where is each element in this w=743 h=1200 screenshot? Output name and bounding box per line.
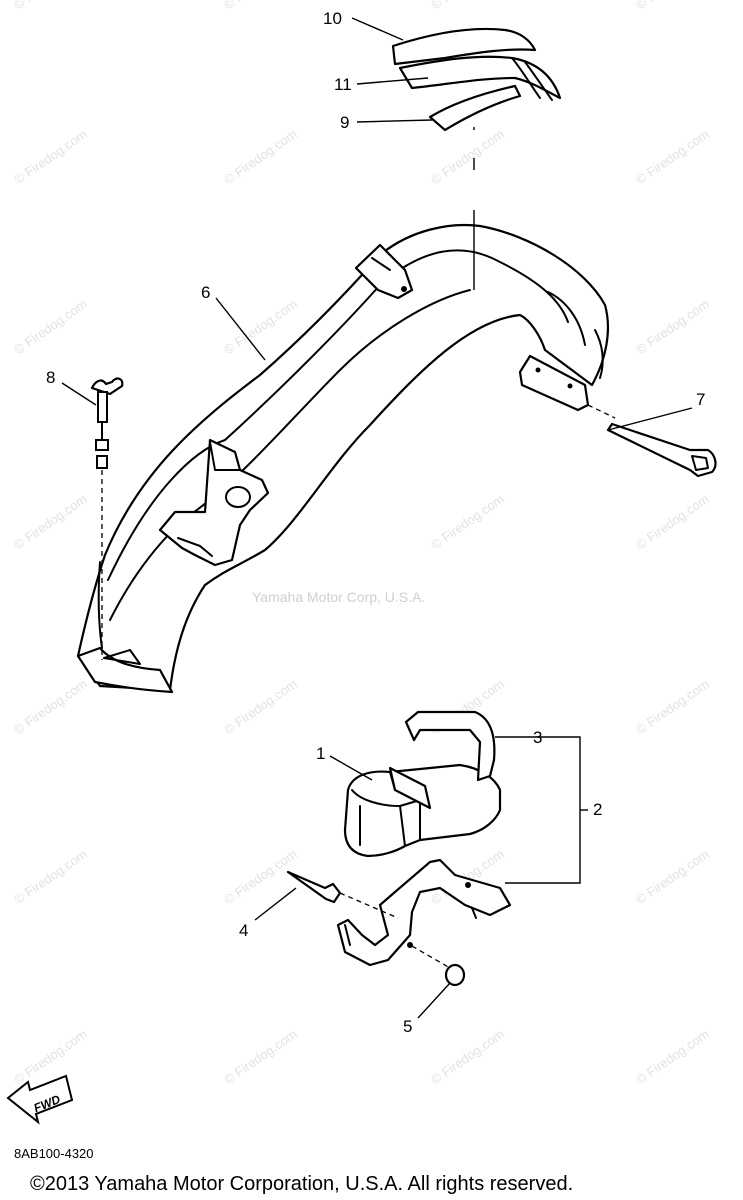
diagram-credit: Yamaha Motor Corp, U.S.A. (252, 589, 425, 605)
callout-8: 8 (46, 368, 55, 387)
callout-leaders (61, 17, 693, 1019)
diagram-code: 8AB100-4320 (14, 1146, 94, 1161)
watermark-text: © Firedog.com (633, 846, 712, 907)
watermark-text: © Firedog.com (11, 1026, 90, 1087)
watermark-text: © Firedog.com (11, 0, 90, 12)
watermark-text: © Firedog.com (633, 676, 712, 737)
callout-7: 7 (696, 390, 705, 409)
watermark-text: © Firedog.com (633, 126, 712, 187)
watermark-text: © Firedog.com (11, 296, 90, 357)
part-7-pin (587, 404, 717, 478)
part-10-stripe (391, 27, 537, 66)
watermark-text: © Firedog.com (11, 491, 90, 552)
callout-10: 10 (323, 9, 342, 28)
watermark-text: © Firedog.com (428, 126, 507, 187)
watermark-text: © Firedog.com (221, 676, 300, 737)
callout-3: 3 (533, 728, 542, 747)
watermark-text: © Firedog.com (221, 126, 300, 187)
part-8-bolt (90, 377, 124, 660)
part-3-strap (388, 710, 496, 810)
watermark-text: © Firedog.com (221, 0, 300, 12)
watermark-text: © Firedog.com (633, 0, 712, 12)
watermark-text: © Firedog.com (633, 1026, 712, 1087)
watermark-text: © Firedog.com (221, 1026, 300, 1087)
watermark-text: © Firedog.com (221, 846, 300, 907)
copyright-notice: ©2013 Yamaha Motor Corporation, U.S.A. A… (30, 1173, 573, 1195)
watermark-text: © Firedog.com (11, 676, 90, 737)
part-4-screw (286, 870, 399, 919)
watermark-text: © Firedog.com (428, 491, 507, 552)
callout-5: 5 (403, 1017, 412, 1036)
part-11-stripe (398, 55, 562, 101)
part-6-rear-fender (76, 223, 610, 694)
watermark-text: © Firedog.com (428, 1026, 507, 1087)
callout-2: 2 (593, 800, 602, 819)
watermark-text: © Firedog.com (633, 491, 712, 552)
watermark-text: © Firedog.com (11, 126, 90, 187)
callout-11: 11 (334, 75, 352, 94)
watermark-text: © Firedog.com (11, 846, 90, 907)
watermark-text: © Firedog.com (633, 296, 712, 357)
callout-1: 1 (316, 744, 325, 763)
watermark-text: © Firedog.com (428, 0, 507, 12)
callout-9: 9 (340, 113, 349, 132)
callout-4: 4 (239, 921, 248, 940)
part-5-grommet (411, 945, 466, 987)
callout-6: 6 (201, 283, 210, 302)
part-9-stripe (428, 84, 522, 132)
part-2-bracket (336, 858, 512, 967)
